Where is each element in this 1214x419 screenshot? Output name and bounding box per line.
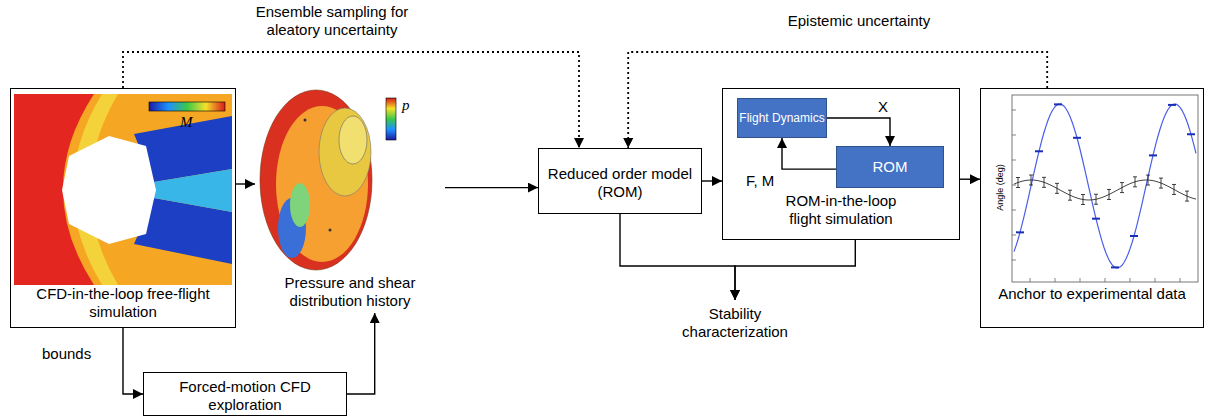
edge-label: Ensemble sampling for aleatory uncertain… bbox=[230, 3, 434, 39]
heat-shield bbox=[260, 90, 372, 270]
process-box: Forced-motion CFD exploration bbox=[143, 372, 347, 416]
flow-arrow bbox=[827, 118, 890, 146]
sensor-dot bbox=[329, 229, 332, 232]
colorbar-symbol: p bbox=[402, 96, 410, 114]
axis-tick bbox=[1012, 135, 1016, 136]
mach-contour-image bbox=[14, 94, 232, 285]
capsule-body bbox=[62, 136, 156, 244]
edge-label: bounds bbox=[40, 345, 93, 363]
axis-tick bbox=[1080, 278, 1081, 282]
data-marker bbox=[1054, 103, 1062, 105]
data-marker bbox=[1016, 231, 1024, 233]
pressure-image bbox=[260, 90, 396, 270]
data-marker bbox=[1035, 150, 1043, 152]
error-bar bbox=[1055, 183, 1059, 193]
axis-tick bbox=[1012, 160, 1016, 161]
pressure-colorbar bbox=[386, 98, 396, 140]
axis-tick bbox=[1012, 185, 1016, 186]
data-marker bbox=[1168, 104, 1176, 106]
flow-arrow bbox=[960, 178, 980, 179]
image-caption-node: Pressure and shear distribution history bbox=[255, 85, 445, 313]
data-marker bbox=[1111, 266, 1119, 268]
angle-plot bbox=[1012, 95, 1198, 282]
axis-label: Angle (deg) bbox=[995, 147, 1006, 227]
error-bar bbox=[1133, 177, 1137, 187]
edge-label: Epistemic uncertainty bbox=[772, 12, 946, 30]
node-text: Forced-motion CFD exploration bbox=[165, 378, 325, 414]
error-bar bbox=[1159, 178, 1163, 188]
error-bar bbox=[1120, 183, 1124, 193]
shock-layer bbox=[63, 94, 232, 285]
error-bar bbox=[1094, 194, 1098, 204]
axis-tick bbox=[1155, 278, 1156, 282]
flow-arrow bbox=[702, 180, 722, 181]
error-bar bbox=[1068, 190, 1072, 200]
node-text: ROM-in-the-loop flight simulation bbox=[771, 192, 911, 228]
axis-tick bbox=[1012, 235, 1016, 236]
flow-arrow bbox=[782, 138, 836, 169]
axis-tick bbox=[1130, 278, 1131, 282]
freestream-region bbox=[14, 94, 232, 285]
error-bar bbox=[1185, 191, 1189, 201]
node-text: Pressure and shear distribution history bbox=[275, 274, 425, 310]
axis-tick bbox=[1012, 110, 1016, 111]
edge-label: F, M bbox=[744, 172, 776, 190]
error-bar bbox=[1146, 175, 1150, 185]
flow-arrow bbox=[123, 328, 143, 394]
axis-tick bbox=[1012, 260, 1016, 261]
simulated-angle-curve bbox=[1014, 104, 1196, 268]
node-text: Reduced order model (ROM) bbox=[545, 165, 695, 201]
image-panel-box: CFD-in-the-loop free-flight simulation bbox=[10, 88, 236, 328]
node-text: Flight Dynamics bbox=[739, 111, 824, 125]
axis-tick bbox=[1030, 278, 1031, 282]
axis-tick bbox=[1180, 278, 1181, 282]
error-bar bbox=[1172, 184, 1176, 194]
mid-pressure-patch bbox=[290, 183, 310, 227]
image-panel-box: Anchor to experimental data bbox=[980, 88, 1204, 328]
flow-arrow bbox=[735, 240, 855, 300]
plot-frame bbox=[1012, 95, 1198, 282]
data-marker bbox=[1130, 235, 1138, 237]
flow-arrow bbox=[620, 214, 735, 300]
result-text-node: Stability characterization bbox=[645, 300, 825, 344]
error-bar bbox=[1081, 195, 1085, 205]
data-marker bbox=[1092, 218, 1100, 220]
data-marker bbox=[1149, 154, 1157, 156]
rom-block: ROM bbox=[836, 146, 944, 188]
wake-core bbox=[154, 169, 232, 212]
colorbar-symbol: M bbox=[180, 113, 193, 131]
measured-angle-curve bbox=[1014, 180, 1196, 200]
backshell bbox=[319, 108, 371, 196]
dotted-feedback-arrow bbox=[628, 52, 1047, 148]
axis-tick bbox=[1055, 278, 1056, 282]
simulation-box: Flight DynamicsROM ROM-in-the-loop flight… bbox=[722, 88, 960, 240]
flow-arrow bbox=[347, 313, 375, 394]
dotted-feedback-arrow bbox=[123, 52, 579, 148]
flow-arrow bbox=[445, 187, 538, 188]
flow-arrow bbox=[236, 183, 255, 184]
axis-tick bbox=[1012, 210, 1016, 211]
mach-colorbar bbox=[149, 102, 225, 111]
node-text: Stability characterization bbox=[660, 305, 810, 341]
sensor-dot bbox=[304, 119, 307, 122]
backshell-cap bbox=[339, 116, 367, 164]
node-text: ROM bbox=[873, 158, 908, 176]
error-bar bbox=[1016, 178, 1020, 188]
error-bar bbox=[1107, 189, 1111, 199]
node-text: CFD-in-the-loop free-flight simulation bbox=[23, 285, 223, 321]
node-text: Anchor to experimental data bbox=[998, 285, 1186, 303]
error-bar bbox=[1042, 177, 1046, 187]
data-marker bbox=[1073, 137, 1081, 139]
edge-label: X bbox=[876, 98, 890, 116]
axis-tick bbox=[1105, 278, 1106, 282]
data-marker bbox=[1187, 133, 1195, 135]
process-box: Reduced order model (ROM) bbox=[538, 148, 702, 214]
flight-dynamics-block: Flight Dynamics bbox=[737, 98, 827, 138]
error-bar bbox=[1029, 175, 1033, 185]
